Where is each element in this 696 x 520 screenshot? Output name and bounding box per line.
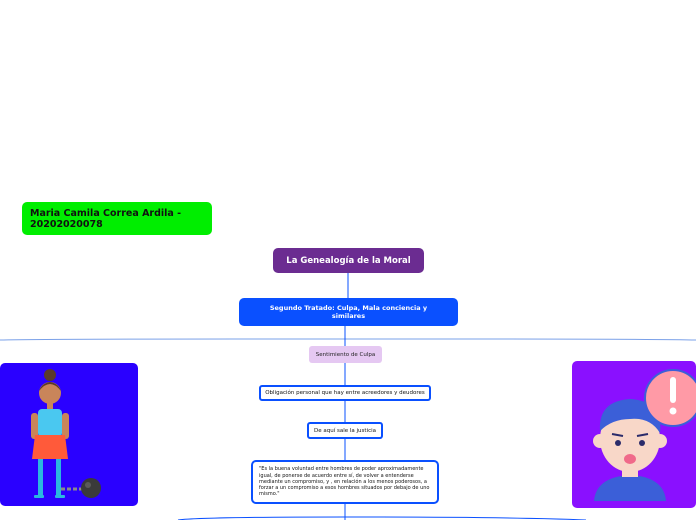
left-illustration-card[interactable] xyxy=(0,363,138,506)
subtopic-cita-label: "Es la buena voluntad entre hombres de p… xyxy=(259,466,431,497)
subtopic-obligacion-label: Obligación personal que hay entre acreed… xyxy=(265,390,425,396)
root-topic-node[interactable]: La Genealogía de la Moral xyxy=(273,248,424,273)
subtopic-sentimiento-node[interactable]: Sentimiento de Culpa xyxy=(309,346,382,363)
root-topic-label: La Genealogía de la Moral xyxy=(286,256,410,266)
confused-person-illustration xyxy=(572,361,696,508)
author-node[interactable]: Maria Camila Correa Ardila - 20202020078 xyxy=(22,202,212,235)
woman-ball-chain-illustration xyxy=(0,363,138,506)
boundary-upper-curve xyxy=(0,339,696,340)
main-topic-node[interactable]: Segundo Tratado: Culpa, Mala conciencia … xyxy=(239,298,458,326)
author-label: Maria Camila Correa Ardila - 20202020078 xyxy=(30,208,204,230)
main-topic-label: Segundo Tratado: Culpa, Mala conciencia … xyxy=(259,304,438,320)
subtopic-cita-node[interactable]: "Es la buena voluntad entre hombres de p… xyxy=(251,460,439,504)
subtopic-sentimiento-label: Sentimiento de Culpa xyxy=(316,352,375,358)
right-illustration-card[interactable] xyxy=(572,361,696,508)
subtopic-justicia-node[interactable]: De aquí sale la justicia xyxy=(307,422,383,439)
subtopic-obligacion-node[interactable]: Obligación personal que hay entre acreed… xyxy=(259,385,431,401)
subtopic-justicia-label: De aquí sale la justicia xyxy=(314,428,376,434)
